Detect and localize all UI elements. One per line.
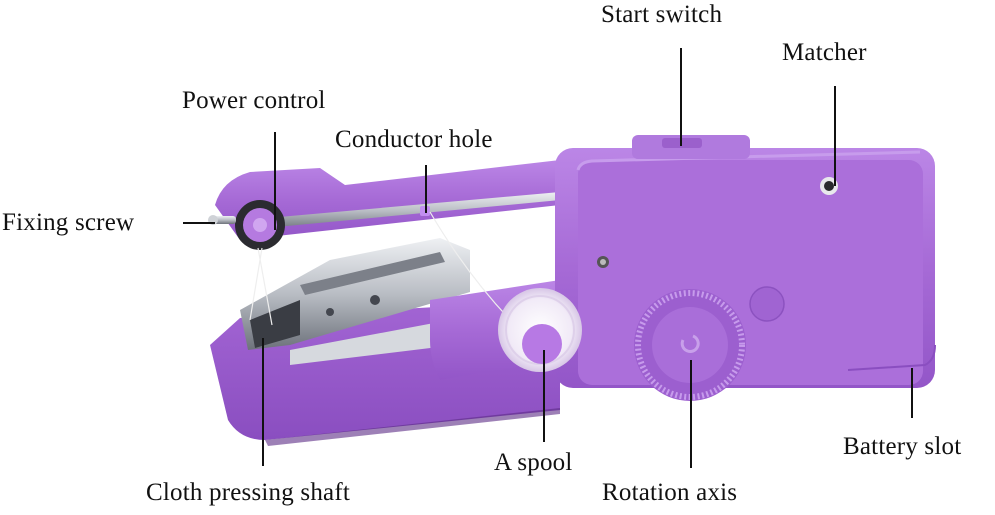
label-power-control: Power control [182,87,326,114]
leader-rotation-axis [690,360,692,468]
power-control-knob[interactable] [235,200,285,250]
leader-start-switch [680,48,682,146]
battery-slot-cover [847,344,936,371]
leader-battery-slot [911,368,913,418]
label-cloth-pressing-shaft: Cloth pressing shaft [146,479,350,506]
label-conductor-hole: Conductor hole [335,126,493,153]
label-matcher: Matcher [782,39,867,66]
machine-upper-arm [215,160,560,240]
leader-conductor-hole [425,165,427,213]
leader-matcher [834,86,836,186]
leader-a-spool [543,350,545,442]
machine-main-body [555,135,936,401]
label-rotation-axis: Rotation axis [602,479,738,506]
label-fixing-screw: Fixing screw [2,209,135,236]
label-battery-slot: Battery slot [843,433,962,460]
label-start-switch: Start switch [601,1,723,28]
leader-fixing-screw [183,222,215,224]
label-a-spool: A spool [494,449,573,476]
thread-spool[interactable] [498,288,582,372]
presser-mechanism [240,238,470,365]
small-round-button[interactable] [749,286,785,322]
leader-power-control [274,132,276,230]
leader-cloth-pressing-shaft [262,338,264,466]
